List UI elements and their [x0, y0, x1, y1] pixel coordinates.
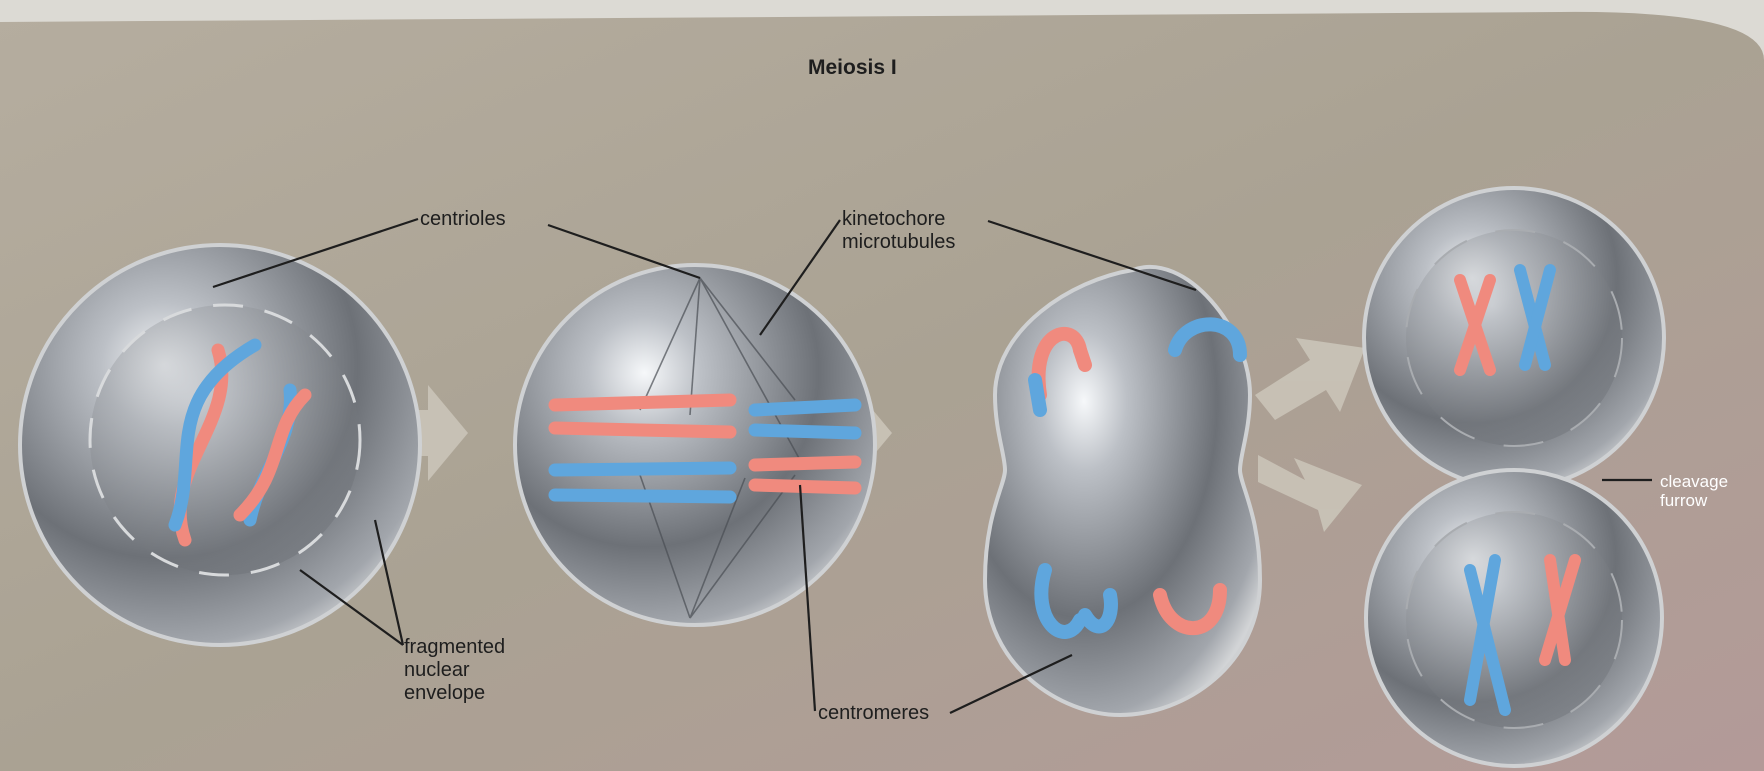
kinetochore-microtubules-line-1: kinetochore — [842, 208, 955, 231]
fragmented-nuclear-envelope-line-1: fragmented — [404, 636, 505, 659]
kinetochore-microtubules-label: kinetochore microtubules — [842, 208, 955, 254]
cleavage-furrow-line-1: cleavage — [1660, 472, 1728, 491]
centromeres-label: centromeres — [818, 702, 929, 725]
centrioles-label: centrioles — [420, 208, 506, 231]
fragmented-nuclear-envelope-line-2: nuclear — [404, 659, 505, 682]
cell-anaphase-1 — [985, 267, 1260, 715]
cell-prophase-1 — [20, 245, 420, 645]
fragmented-nuclear-envelope-label: fragmented nuclear envelope — [404, 636, 505, 705]
fragmented-nuclear-envelope-line-3: envelope — [404, 682, 505, 705]
kinetochore-microtubules-line-2: microtubules — [842, 231, 955, 254]
cleavage-furrow-line-2: furrow — [1660, 491, 1728, 510]
cell-metaphase-1 — [515, 265, 875, 625]
cleavage-furrow-label: cleavage furrow — [1660, 472, 1728, 510]
figure-title: Meiosis I — [808, 56, 897, 79]
